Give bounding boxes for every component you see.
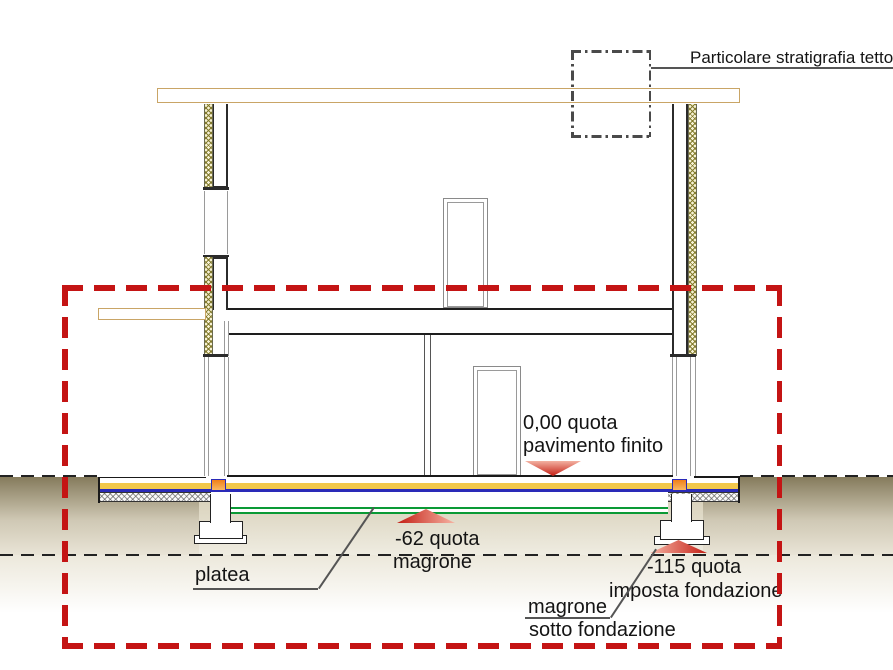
floor-level-label: 0,00 quota pavimento finito bbox=[523, 412, 663, 458]
balcony-slab bbox=[98, 308, 206, 320]
thermal-block-left bbox=[211, 479, 226, 491]
subsoil bbox=[0, 555, 893, 613]
window-head-line bbox=[203, 187, 229, 190]
gravel-band-left bbox=[100, 492, 211, 502]
callout-leader-line bbox=[651, 67, 893, 69]
foundation-level-line2: imposta fondazione bbox=[609, 580, 783, 602]
membrane-layer bbox=[100, 489, 740, 492]
magrone-level-line1: -62 quota bbox=[395, 528, 480, 550]
left-wall-insulation-upper bbox=[204, 104, 213, 187]
footing-right-pad bbox=[660, 520, 704, 540]
platea-label: platea bbox=[195, 564, 250, 586]
footing-left-stem bbox=[210, 494, 231, 523]
left-wall-upper bbox=[212, 104, 228, 188]
highlight-box-top bbox=[62, 285, 782, 291]
highlight-box-left bbox=[62, 285, 68, 648]
footing-right-stem bbox=[671, 494, 692, 522]
platea-underline bbox=[193, 588, 318, 590]
right-wall-insulation bbox=[688, 104, 697, 356]
footing-left-pad bbox=[199, 521, 243, 539]
platea-slab bbox=[228, 492, 668, 508]
ground-surface-line-left bbox=[0, 475, 100, 477]
gravel-band-right bbox=[668, 492, 738, 502]
interior-wall bbox=[424, 335, 431, 476]
foundation-level-line1: -115 quota bbox=[647, 556, 742, 578]
callout-label: Particolare stratigrafia tetto bbox=[690, 48, 893, 67]
floor-slab bbox=[228, 308, 672, 335]
slab-edge-right bbox=[738, 477, 740, 503]
left-wall-inner-face bbox=[224, 321, 229, 356]
detail-box-right bbox=[648, 50, 651, 137]
screed-layer bbox=[100, 483, 740, 489]
floor-level-line2: pavimento finito bbox=[523, 435, 664, 457]
door-upper-inner-frame bbox=[447, 202, 484, 307]
right-glazing-outer bbox=[690, 357, 696, 476]
excavation-bottom-line bbox=[0, 553, 893, 556]
left-glazing-outer bbox=[204, 357, 209, 476]
right-wall bbox=[672, 104, 688, 356]
left-wall-window bbox=[204, 191, 228, 254]
detail-box-top bbox=[571, 50, 651, 53]
magrone-layer bbox=[228, 507, 668, 514]
highlight-box-right bbox=[776, 285, 782, 648]
magrone-sotto-line1: magrone bbox=[528, 596, 607, 618]
left-wall-upper-lower bbox=[212, 257, 228, 310]
floor-level-line1: 0,00 quota bbox=[523, 412, 618, 434]
floor-finish-line bbox=[227, 474, 673, 477]
magrone-level-label: -62 quota magrone bbox=[393, 528, 480, 574]
right-wall-cap bbox=[670, 354, 696, 357]
slab-white-band bbox=[100, 478, 740, 484]
door-upper-floor bbox=[443, 198, 488, 308]
door-ground-inner-frame bbox=[477, 370, 517, 475]
magrone-sotto-underline bbox=[525, 617, 610, 619]
thermal-block-right bbox=[672, 479, 687, 491]
left-wall-insulation-mid bbox=[204, 257, 213, 356]
left-wall-cap bbox=[203, 354, 228, 357]
slab-top-line-right bbox=[694, 476, 740, 478]
magrone-sotto-line2: sotto fondazione bbox=[529, 619, 676, 641]
detail-box-bottom bbox=[571, 135, 651, 138]
slab-edge-left bbox=[98, 477, 100, 503]
detail-box-left bbox=[571, 50, 574, 137]
magrone-level-line2: magrone bbox=[393, 551, 472, 573]
roof-slab bbox=[157, 88, 740, 103]
door-ground-floor bbox=[473, 366, 521, 476]
highlight-box-bottom bbox=[62, 643, 782, 649]
ground-surface-line-right bbox=[740, 475, 893, 477]
right-glazing-inner bbox=[672, 357, 677, 476]
window-sill-line bbox=[203, 254, 229, 257]
left-glazing-inner bbox=[224, 357, 229, 476]
